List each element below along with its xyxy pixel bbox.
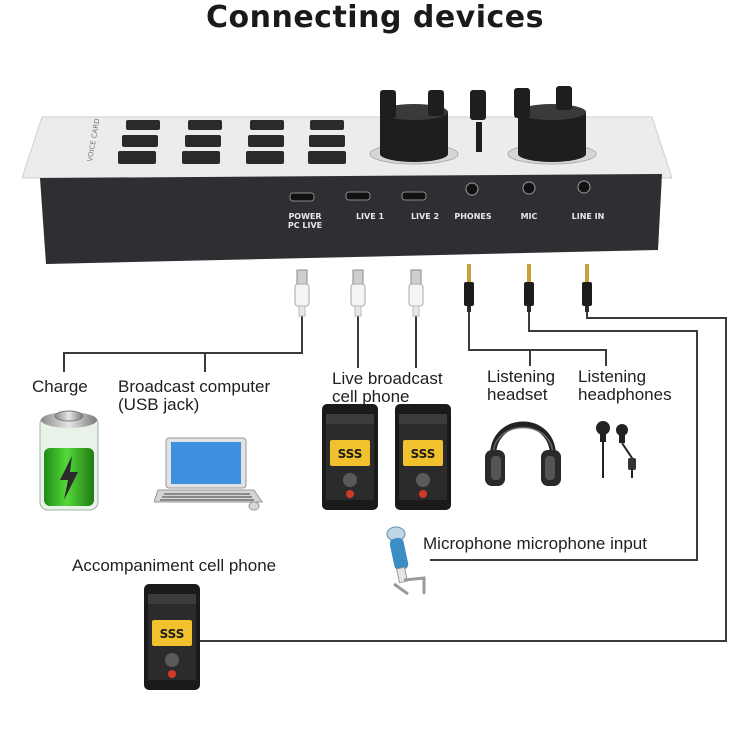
- sound-card-device: VOICE CARD: [22, 86, 672, 264]
- port-label-live2: LIVE 2: [410, 212, 440, 221]
- usb-plug-1: [294, 269, 310, 317]
- headset-icon: [485, 421, 561, 486]
- device-front-panel: [40, 174, 662, 264]
- phone-icon-live-2: SSS: [395, 404, 451, 510]
- port-label-mic: MIC: [520, 212, 538, 221]
- mouse-icon: [248, 501, 260, 511]
- wire-power: [63, 315, 303, 372]
- label-broadcast-computer: Broadcast computer (USB jack): [118, 377, 271, 414]
- earphones-icon: [596, 421, 636, 478]
- audio-plug-2: [524, 264, 534, 312]
- lightning-bolt: [60, 456, 78, 500]
- slider-handle: [476, 122, 482, 152]
- microphone-icon: [386, 526, 426, 596]
- port-label-power: POWER PC LIVE: [287, 212, 323, 230]
- phone-icon-live-1: SSS: [322, 404, 378, 510]
- label-charge: Charge: [32, 377, 88, 396]
- wire-linein: [198, 312, 727, 642]
- cable-plugs: [294, 264, 592, 317]
- pad-buttons: [118, 120, 346, 164]
- phone-screen-text: SSS: [411, 447, 436, 461]
- port-label-phones: PHONES: [454, 212, 492, 221]
- usb-plug-2: [350, 269, 366, 317]
- phone-icon-accompaniment: SSS: [144, 584, 200, 690]
- label-microphone: Microphone microphone input: [423, 534, 647, 553]
- label-live-phone: Live broadcast cell phone: [332, 369, 443, 406]
- phone-screen-text: SSS: [160, 627, 185, 641]
- port-label-live1: LIVE 1: [355, 212, 385, 221]
- wire-phones: [468, 312, 607, 366]
- battery-icon: [39, 410, 99, 511]
- phone-screen-text: SSS: [338, 447, 363, 461]
- label-accompaniment: Accompaniment cell phone: [72, 556, 277, 575]
- small-knobs: [380, 86, 572, 120]
- big-knob-left: [369, 104, 459, 165]
- laptop-icon: [154, 437, 263, 511]
- audio-plug-1: [464, 264, 474, 312]
- port-label-linein: LINE IN: [571, 212, 605, 221]
- audio-jacks: [465, 180, 591, 196]
- audio-plug-3: [582, 264, 592, 312]
- label-headset: Listening headset: [487, 367, 556, 404]
- page-title: Connecting devices: [205, 0, 545, 35]
- usb-ports: [289, 191, 427, 202]
- wire-mic: [430, 312, 698, 561]
- label-headphones: Listening headphones: [578, 367, 672, 404]
- usb-plug-3: [408, 269, 424, 317]
- big-knob-right: [507, 104, 597, 165]
